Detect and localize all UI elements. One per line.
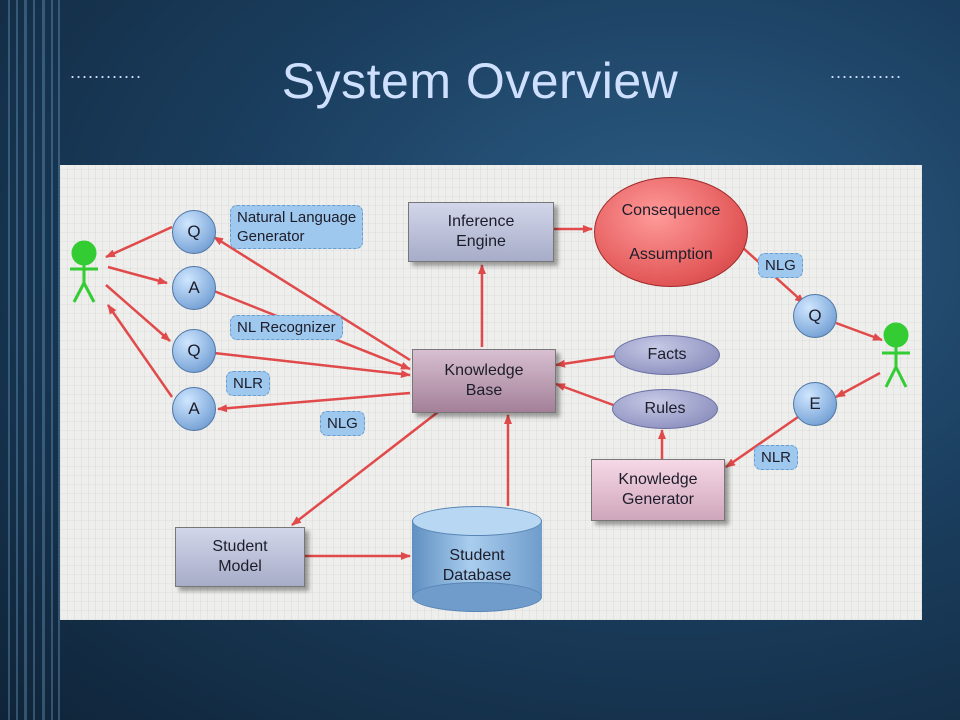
arrow-kb-to-student-model xyxy=(291,411,439,526)
arrow-user-to-a1 xyxy=(107,265,168,285)
natural-language-generator-tag: Natural Language Generator xyxy=(230,205,364,249)
student-database-cylinder: Student Database xyxy=(412,506,542,612)
a-node-2: A xyxy=(172,387,216,431)
e-node: E xyxy=(793,382,837,426)
consequence-label: Consequence xyxy=(621,202,721,219)
user-figure-left xyxy=(70,240,98,303)
arrow-q2-to-kb xyxy=(213,351,411,378)
facts-label: Facts xyxy=(647,346,687,363)
arrow-facts-to-kb xyxy=(555,354,617,368)
assumption-label: Assumption xyxy=(629,246,713,263)
arrow-rules-to-kb xyxy=(555,382,617,408)
a-node-1: A xyxy=(172,266,216,310)
nlg-tag-left: NLG xyxy=(320,411,365,436)
slide-title: System Overview xyxy=(281,53,679,109)
arrow-kb-to-q1 xyxy=(213,235,411,362)
knowledge-base-label: Knowledge Base xyxy=(444,362,524,399)
nlg-tag-right: NLG xyxy=(758,253,803,278)
diagram-arrows xyxy=(70,225,910,560)
title-dots-left: ............ xyxy=(70,62,143,82)
knowledge-base-box: Knowledge Base xyxy=(412,349,556,413)
decorative-stripes xyxy=(0,0,64,720)
consequence-assumption-oval: Consequence Assumption xyxy=(594,177,748,287)
inference-engine-label: Inference Engine xyxy=(447,213,515,250)
arrow-q1-to-user xyxy=(105,225,173,259)
nl-recognizer-tag: NL Recognizer xyxy=(230,315,343,340)
facts-oval: Facts xyxy=(614,335,720,375)
q-node-3: Q xyxy=(793,294,837,338)
arrow-kb-to-a2 xyxy=(217,391,411,413)
diagram-panel: Inference Engine Knowledge Base Student … xyxy=(60,165,922,620)
student-model-box: Student Model xyxy=(175,527,305,587)
arrow-e-to-kgen xyxy=(725,415,799,469)
inference-engine-box: Inference Engine xyxy=(408,202,554,262)
q-node-2: Q xyxy=(172,329,216,373)
user-figure-right xyxy=(882,322,910,388)
arrow-user-to-q2 xyxy=(105,284,171,342)
title-dots-right: ............ xyxy=(830,62,903,82)
knowledge-generator-box: Knowledge Generator xyxy=(591,459,725,521)
knowledge-generator-label: Knowledge Generator xyxy=(618,471,698,508)
arrow-q3-to-user xyxy=(835,321,883,342)
q-node-1: Q xyxy=(172,210,216,254)
rules-oval: Rules xyxy=(612,389,718,429)
student-database-label: Student Database xyxy=(442,547,512,584)
student-model-label: Student Model xyxy=(212,538,268,575)
arrow-user-to-e xyxy=(835,371,881,399)
arrow-a2-to-user xyxy=(106,304,174,398)
nlr-tag-right: NLR xyxy=(754,445,799,470)
rules-label: Rules xyxy=(644,400,686,417)
nlr-tag-left: NLR xyxy=(226,371,271,396)
